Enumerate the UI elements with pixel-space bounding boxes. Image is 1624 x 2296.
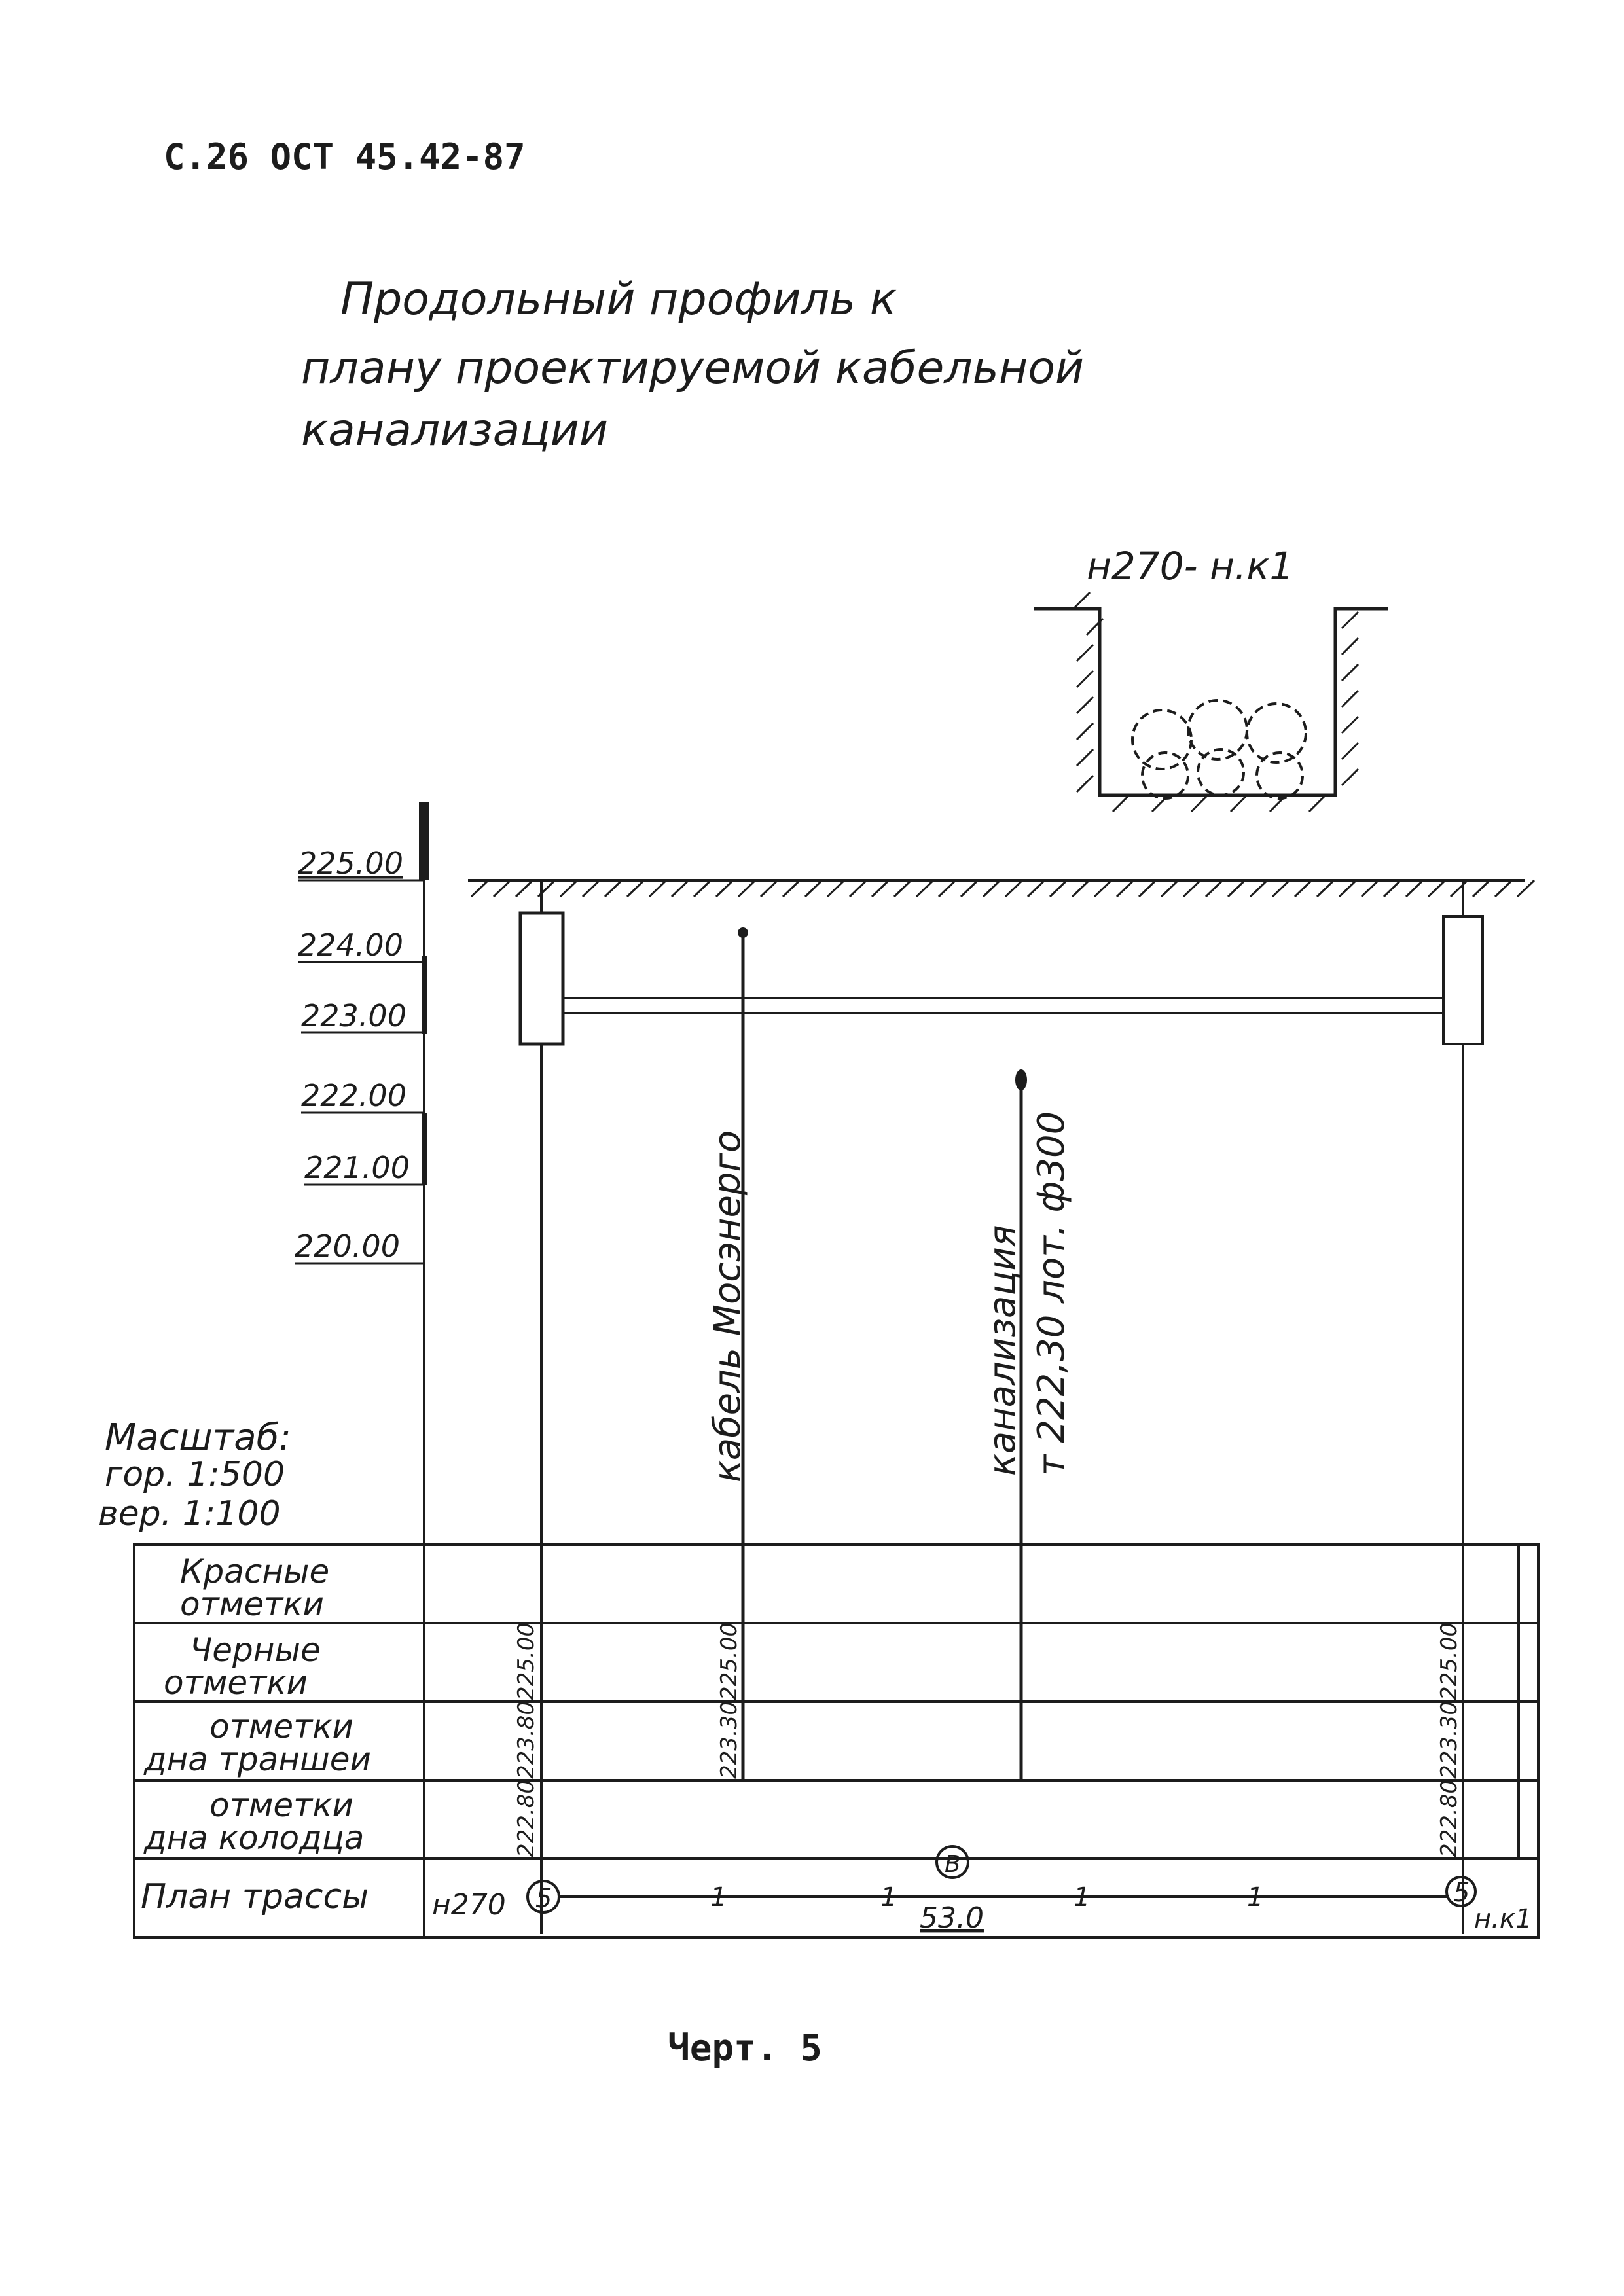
row-plan-label: План трассы: [141, 1877, 369, 1916]
table-values: 225.00 225.00 225.00 223.80 223.30 223.3…: [513, 1623, 1462, 1857]
plan-end-well-circle: [1445, 1876, 1477, 1907]
plan-start-well-circle: [526, 1880, 560, 1914]
sewer-detail: т 222,30 лот. ф300: [1030, 1111, 1073, 1476]
row-trench-label-1: отметки: [209, 1708, 353, 1746]
trench-hatch-right: [1341, 611, 1360, 787]
plan-channel-circle: [935, 1845, 969, 1879]
plan-length: 53.0: [920, 1901, 984, 1935]
row-black-label-1: Черные: [190, 1631, 321, 1669]
row-trench-label-2: дна траншеи: [143, 1740, 371, 1778]
elevation-label-222: 222.00: [301, 1078, 406, 1113]
row-black-label-2: отметки: [164, 1664, 308, 1702]
value-well-end: 222.80: [1436, 1780, 1462, 1857]
scale-note-horizontal: гор. 1:500: [105, 1455, 285, 1494]
profile-table: [133, 1543, 1540, 1939]
title-line-2: плану проектируемой кабельной: [301, 342, 1084, 394]
route-plan: н270 5 В 53.0 1 1 1 1 5 н.к1: [432, 1845, 1532, 1935]
duct-bundle: [1131, 699, 1307, 800]
row-red-label-1: Красные: [180, 1552, 329, 1590]
table-row-labels: Красные отметки Черные отметки отметки д…: [141, 1552, 371, 1916]
plan-start-well: 5: [535, 1884, 552, 1914]
title-line-3: канализации: [301, 404, 608, 456]
plan-tick-1: 1: [710, 1882, 727, 1912]
elevation-label-224: 224.00: [298, 927, 403, 963]
plan-tick-2: 1: [880, 1882, 897, 1912]
trench-cross-section: н270- н.к1: [1034, 544, 1388, 813]
document-code: С.26 ОСТ 45.42-87: [164, 136, 526, 177]
scale-note: Масштаб: гор. 1:500 вер. 1:100: [98, 1416, 291, 1534]
value-trench-start: 223.80: [513, 1701, 539, 1779]
value-black-cable: 225.00: [716, 1623, 742, 1700]
value-trench-end: 223.30: [1436, 1701, 1462, 1779]
sewer-label: канализация: [981, 1225, 1024, 1476]
trench-outline: [1034, 607, 1388, 797]
trench-hatch-left: [1072, 591, 1104, 793]
drawing-title: Продольный профиль к плану проектируемой…: [301, 274, 1084, 456]
trench-hatch-bottom: [1111, 794, 1327, 813]
plan-tick-3: 1: [1074, 1882, 1090, 1912]
crossing-sewer: канализация т 222,30 лот. ф300: [981, 1069, 1073, 1780]
well-start: [518, 911, 565, 1046]
elevation-label-220: 220.00: [295, 1229, 400, 1264]
well-end: [1442, 915, 1484, 1045]
elevation-scale: 225.00 224.00 223.00 222.00 221.00 220.0…: [295, 802, 429, 1859]
drawing-caption: Черт. 5: [668, 2027, 822, 2070]
value-well-start: 222.80: [513, 1780, 539, 1857]
crossing-cable: кабель Мосэнерго: [706, 927, 749, 1780]
value-trench-cable: 223.30: [716, 1701, 742, 1779]
plan-channel-marker: В: [945, 1851, 961, 1878]
value-black-end: 225.00: [1436, 1623, 1462, 1700]
value-black-start: 225.00: [513, 1623, 539, 1700]
profile-structures: [518, 880, 1484, 1934]
plan-end-well: 5: [1453, 1878, 1470, 1908]
ground-surface: [468, 879, 1536, 898]
elevation-label-221: 221.00: [304, 1150, 410, 1185]
row-red-label-2: отметки: [180, 1585, 324, 1623]
elevation-label-223: 223.00: [301, 998, 406, 1033]
plan-end-label: н.к1: [1474, 1904, 1532, 1934]
table-frame: [133, 1543, 1540, 1939]
scale-note-vertical: вер. 1:100: [98, 1494, 281, 1534]
scale-note-title: Масштаб:: [105, 1416, 291, 1459]
row-well-label-1: отметки: [209, 1786, 353, 1824]
ground-hatch: [470, 879, 1536, 898]
row-well-label-2: дна колодца: [143, 1819, 364, 1857]
scale-bar-top: [419, 802, 429, 880]
title-line-1: Продольный профиль к: [340, 274, 897, 325]
trench-section-label: н270- н.к1: [1087, 544, 1293, 588]
plan-start-label: н270: [432, 1888, 506, 1922]
cable-label: кабель Мосэнерго: [706, 1130, 749, 1482]
plan-tick-4: 1: [1247, 1882, 1263, 1912]
elevation-label-225: 225.00: [298, 846, 403, 881]
